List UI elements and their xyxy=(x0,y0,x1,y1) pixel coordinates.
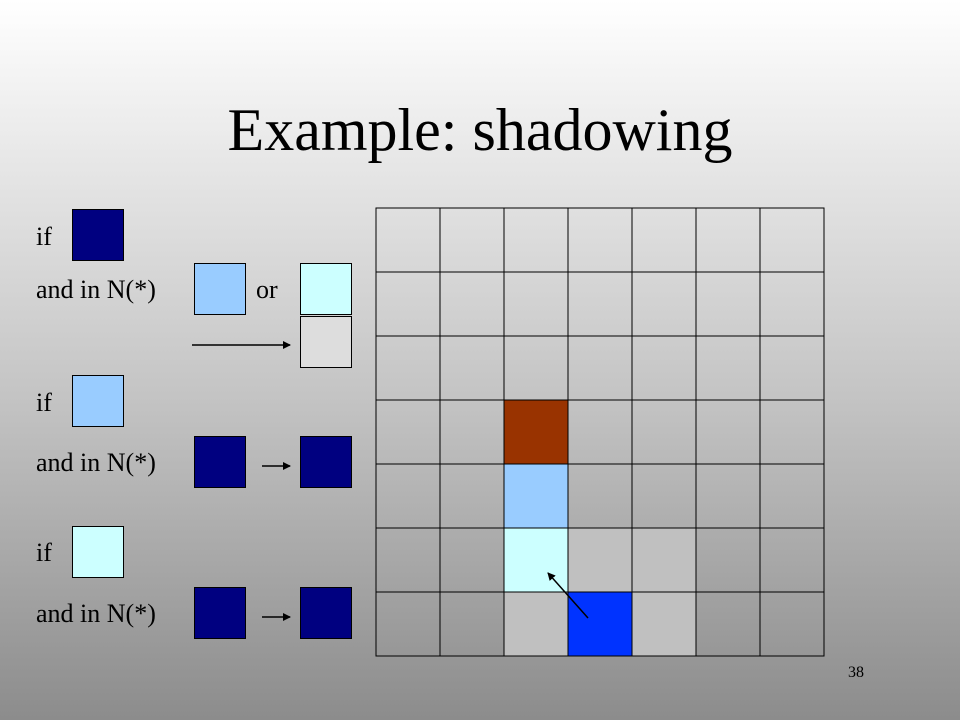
rule1-or-label: or xyxy=(256,275,278,304)
grid-cell-r6-c2 xyxy=(503,591,569,657)
grid-cell-r2-c4 xyxy=(631,335,697,401)
grid-cell-r5-c2 xyxy=(503,527,569,593)
grid-cell-r2-c1 xyxy=(439,335,505,401)
grid-cell-r6-c5 xyxy=(695,591,761,657)
grid-cell-r1-c1 xyxy=(439,271,505,337)
grid-cell-r4-c6 xyxy=(759,463,825,529)
rule3-if-label: if xyxy=(36,538,52,567)
grid-cell-r1-c2 xyxy=(503,271,569,337)
grid-cell-r0-c0 xyxy=(375,207,441,273)
grid-cell-r5-c6 xyxy=(759,527,825,593)
rule2-result-dark-blue-square xyxy=(300,436,352,488)
rule2-dark-blue-square xyxy=(194,436,246,488)
slide-title: Example: shadowing xyxy=(227,97,733,163)
grid-cell-r5-c1 xyxy=(439,527,505,593)
grid-cell-r5-c4 xyxy=(631,527,697,593)
grid-cell-r0-c3 xyxy=(567,207,633,273)
grid-cell-r0-c5 xyxy=(695,207,761,273)
grid-cell-r6-c3 xyxy=(567,591,633,657)
rule3-dark-blue-square xyxy=(194,587,246,639)
grid-cell-r2-c3 xyxy=(567,335,633,401)
grid-cell-r4-c4 xyxy=(631,463,697,529)
grid-cell-r3-c3 xyxy=(567,399,633,465)
grid-cell-r2-c5 xyxy=(695,335,761,401)
grid-cell-r1-c4 xyxy=(631,271,697,337)
page-number: 38 xyxy=(848,664,864,681)
rule1-if-dark-blue-square xyxy=(72,209,124,261)
grid-cell-r5-c3 xyxy=(567,527,633,593)
grid-shadow-arrow xyxy=(547,572,589,619)
grid-cell-r6-c6 xyxy=(759,591,825,657)
grid-cell-r2-c0 xyxy=(375,335,441,401)
grid-cell-r2-c2 xyxy=(503,335,569,401)
rule2-if-light-blue-square xyxy=(72,375,124,427)
grid-cell-r4-c0 xyxy=(375,463,441,529)
grid-cell-r0-c6 xyxy=(759,207,825,273)
rule2-and-label: and in N(*) xyxy=(36,448,156,477)
rule1-result-grey-square xyxy=(300,316,352,368)
grid-cell-r4-c5 xyxy=(695,463,761,529)
grid-cell-r1-c5 xyxy=(695,271,761,337)
grid-cell-r1-c3 xyxy=(567,271,633,337)
grid-cell-r6-c0 xyxy=(375,591,441,657)
grid-cell-r3-c5 xyxy=(695,399,761,465)
grid-cell-r0-c4 xyxy=(631,207,697,273)
grid-cell-r3-c1 xyxy=(439,399,505,465)
grid-cell-r4-c1 xyxy=(439,463,505,529)
grid-cell-r0-c1 xyxy=(439,207,505,273)
grid xyxy=(375,207,825,657)
grid-cell-r4-c3 xyxy=(567,463,633,529)
grid-cell-r2-c6 xyxy=(759,335,825,401)
grid-cell-r6-c4 xyxy=(631,591,697,657)
grid-cell-r4-c2 xyxy=(503,463,569,529)
rule1-if-label: if xyxy=(36,222,52,251)
grid-cell-r1-c0 xyxy=(375,271,441,337)
rule3-and-label: and in N(*) xyxy=(36,599,156,628)
grid-cell-r6-c1 xyxy=(439,591,505,657)
grid-cell-r5-c5 xyxy=(695,527,761,593)
grid-cell-r3-c4 xyxy=(631,399,697,465)
rule3-result-dark-blue-square xyxy=(300,587,352,639)
grid-cell-r0-c2 xyxy=(503,207,569,273)
rule1-pale-cyan-square xyxy=(300,263,352,315)
grid-cell-r3-c2 xyxy=(503,399,569,465)
grid-cell-r1-c6 xyxy=(759,271,825,337)
grid-cell-r5-c0 xyxy=(375,527,441,593)
rule1-and-label: and in N(*) xyxy=(36,275,156,304)
rule2-if-label: if xyxy=(36,388,52,417)
grid-cell-r3-c6 xyxy=(759,399,825,465)
rule1-light-blue-square xyxy=(194,263,246,315)
rule3-if-pale-cyan-square xyxy=(72,526,124,578)
grid-cell-r3-c0 xyxy=(375,399,441,465)
